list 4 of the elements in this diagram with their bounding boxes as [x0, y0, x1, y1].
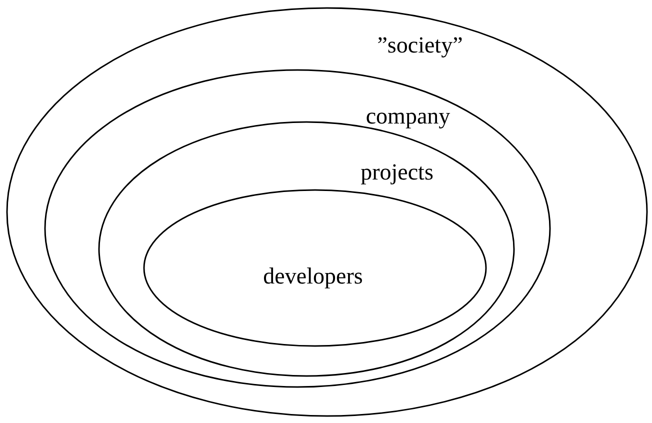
ellipse-label: projects [360, 160, 434, 184]
ellipse-label: developers [263, 264, 363, 288]
ellipse-label: company [366, 104, 450, 128]
ellipse-label: ”society” [377, 34, 463, 56]
